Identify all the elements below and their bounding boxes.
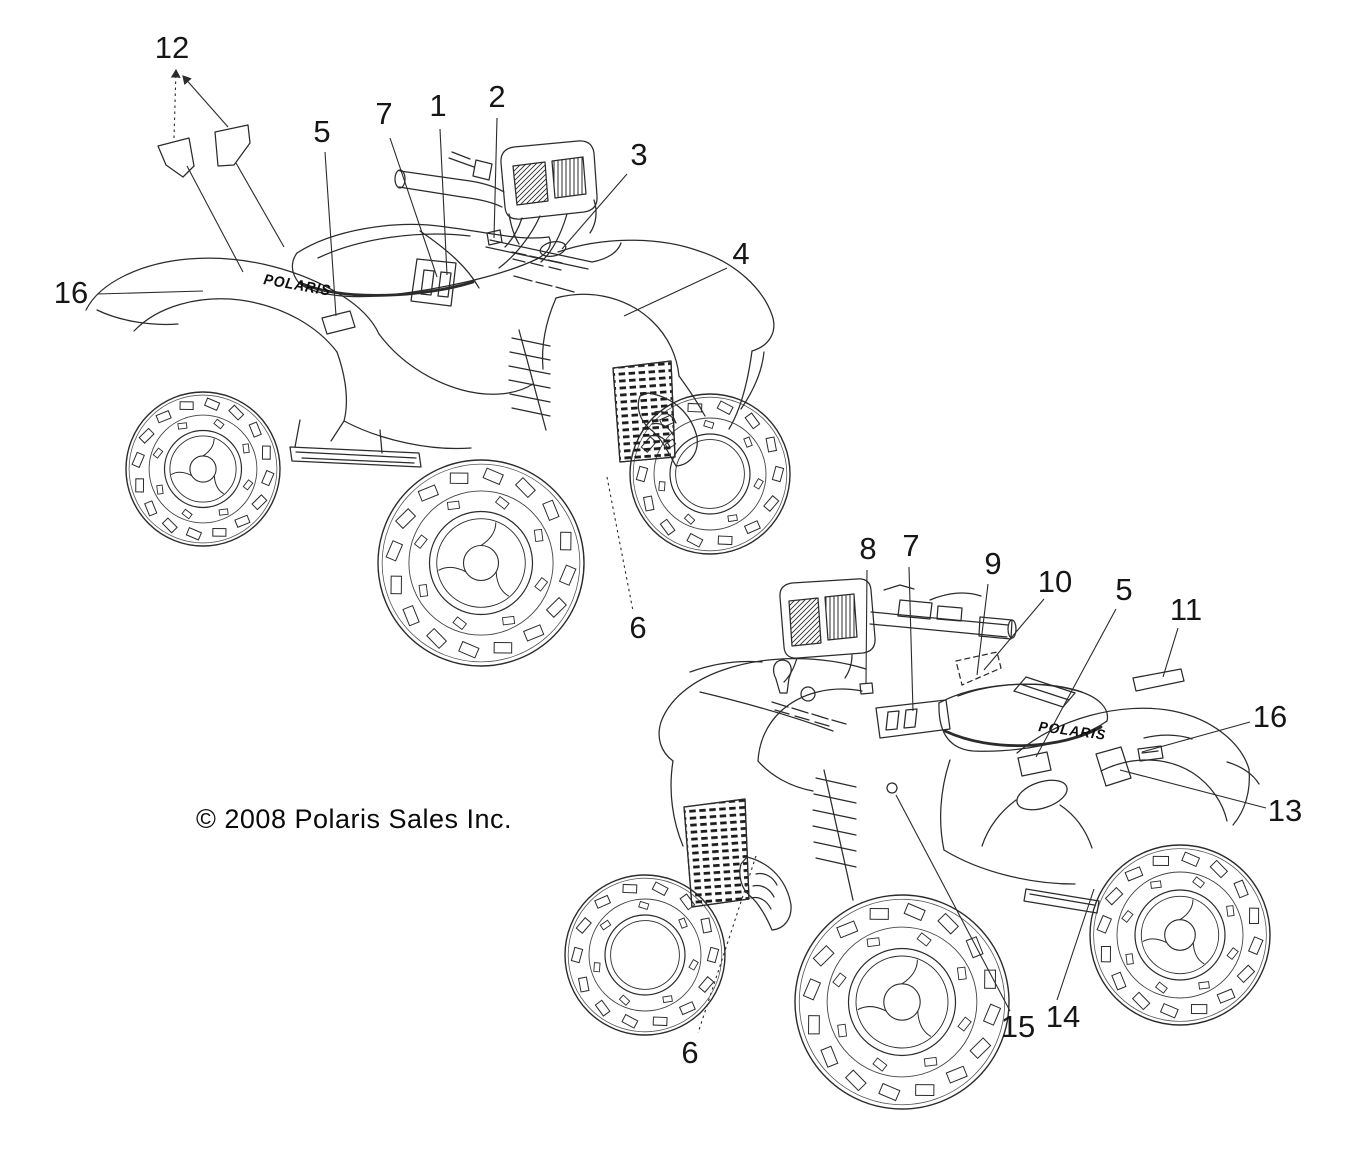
callout-top-6: 6 <box>606 476 647 645</box>
callout-top-7-label: 7 <box>375 96 392 131</box>
callout-top-16-leader-line <box>96 290 204 295</box>
callout-bot-13-label: 13 <box>1268 793 1302 828</box>
wheel-illustration <box>794 894 1010 1110</box>
callout-bot-10-leader-line <box>983 598 1045 671</box>
callout-bot-14: 14 <box>1046 888 1095 1034</box>
callout-bot-13-leader-line <box>1119 769 1267 809</box>
callout-top-12: 12 <box>155 30 285 273</box>
callout-top-3-leader-line <box>561 173 628 250</box>
callout-top-4-label: 4 <box>732 236 749 271</box>
callout-top-5-label: 5 <box>313 114 330 149</box>
wheel-illustration <box>1089 844 1271 1026</box>
callout-bot-16-leader-line <box>1141 721 1251 753</box>
callout-bot-16-label: 16 <box>1253 699 1287 734</box>
wheel-illustration <box>125 391 281 547</box>
callout-bot-14-leader-line <box>1056 888 1095 1001</box>
callout-top-12-label: 12 <box>155 30 189 65</box>
callout-top-2-leader-line <box>493 117 498 239</box>
callout-top-1: 1 <box>429 88 448 276</box>
callout-top-5: 5 <box>313 114 337 317</box>
callout-bot-6: 6 <box>681 855 757 1070</box>
callout-top-2-label: 2 <box>488 79 505 114</box>
callout-top-12-leader-line <box>182 75 229 128</box>
callout-top-2: 2 <box>488 79 506 239</box>
callout-top-12-leader-line <box>235 162 285 248</box>
wheel-illustration <box>629 393 791 555</box>
callout-bot-5-label: 5 <box>1115 572 1132 607</box>
callout-top-6-leader-line <box>606 476 634 612</box>
callout-bot-7-label: 7 <box>902 528 919 563</box>
callout-bot-11-label: 11 <box>1170 592 1202 627</box>
callout-top-12-leader-line <box>186 165 244 273</box>
top-atv-illustration <box>85 124 775 468</box>
callout-bot-16: 16 <box>1141 699 1287 753</box>
callout-top-7-leader-line <box>389 137 438 278</box>
callout-bot-9-label: 9 <box>984 546 1001 581</box>
callout-top-16-label: 16 <box>54 275 88 310</box>
wheel-illustration <box>377 459 585 667</box>
callout-bot-11-leader-line <box>1162 627 1179 678</box>
callout-bot-15-leader-line <box>895 794 1011 1012</box>
wheels-layer <box>125 391 1271 1110</box>
callout-bot-8-label: 8 <box>859 531 876 566</box>
callout-bot-6-leader-line <box>697 855 757 1034</box>
bottom-atv-illustration <box>658 578 1260 931</box>
callout-bot-10-label: 10 <box>1038 564 1072 599</box>
wheel-illustration <box>564 874 726 1036</box>
callout-bot-15: 15 <box>895 794 1035 1044</box>
callout-bot-7: 7 <box>902 528 920 712</box>
callout-top-5-leader-line <box>324 151 337 317</box>
callout-bot-8-leader-line <box>865 569 868 684</box>
callout-bot-7-leader-line <box>908 566 914 712</box>
callout-bot-15-label: 15 <box>1001 1009 1035 1044</box>
callout-top-7: 7 <box>375 96 438 278</box>
callout-bot-8: 8 <box>859 531 877 684</box>
callout-bot-14-label: 14 <box>1046 999 1080 1034</box>
callout-bot-6-label: 6 <box>681 1035 698 1070</box>
callout-bot-10: 10 <box>983 564 1072 671</box>
callout-top-3-label: 3 <box>630 137 647 172</box>
callout-top-1-label: 1 <box>429 88 446 123</box>
callout-top-1-leader-line <box>439 128 448 276</box>
callout-bot-13: 13 <box>1119 769 1302 828</box>
copyright-text: © 2008 Polaris Sales Inc. <box>196 804 512 834</box>
callout-bot-9: 9 <box>976 546 1002 676</box>
callout-top-3: 3 <box>561 137 648 250</box>
callout-top-16: 16 <box>54 275 204 310</box>
callout-top-4: 4 <box>623 236 750 317</box>
callout-top-6-label: 6 <box>629 610 646 645</box>
callout-bot-9-leader-line <box>976 583 989 676</box>
callout-top-4-leader-line <box>623 267 728 317</box>
callout-bot-5-leader-line <box>1035 608 1117 758</box>
callout-bot-11: 11 <box>1162 592 1202 678</box>
callout-bot-5: 5 <box>1035 572 1133 758</box>
